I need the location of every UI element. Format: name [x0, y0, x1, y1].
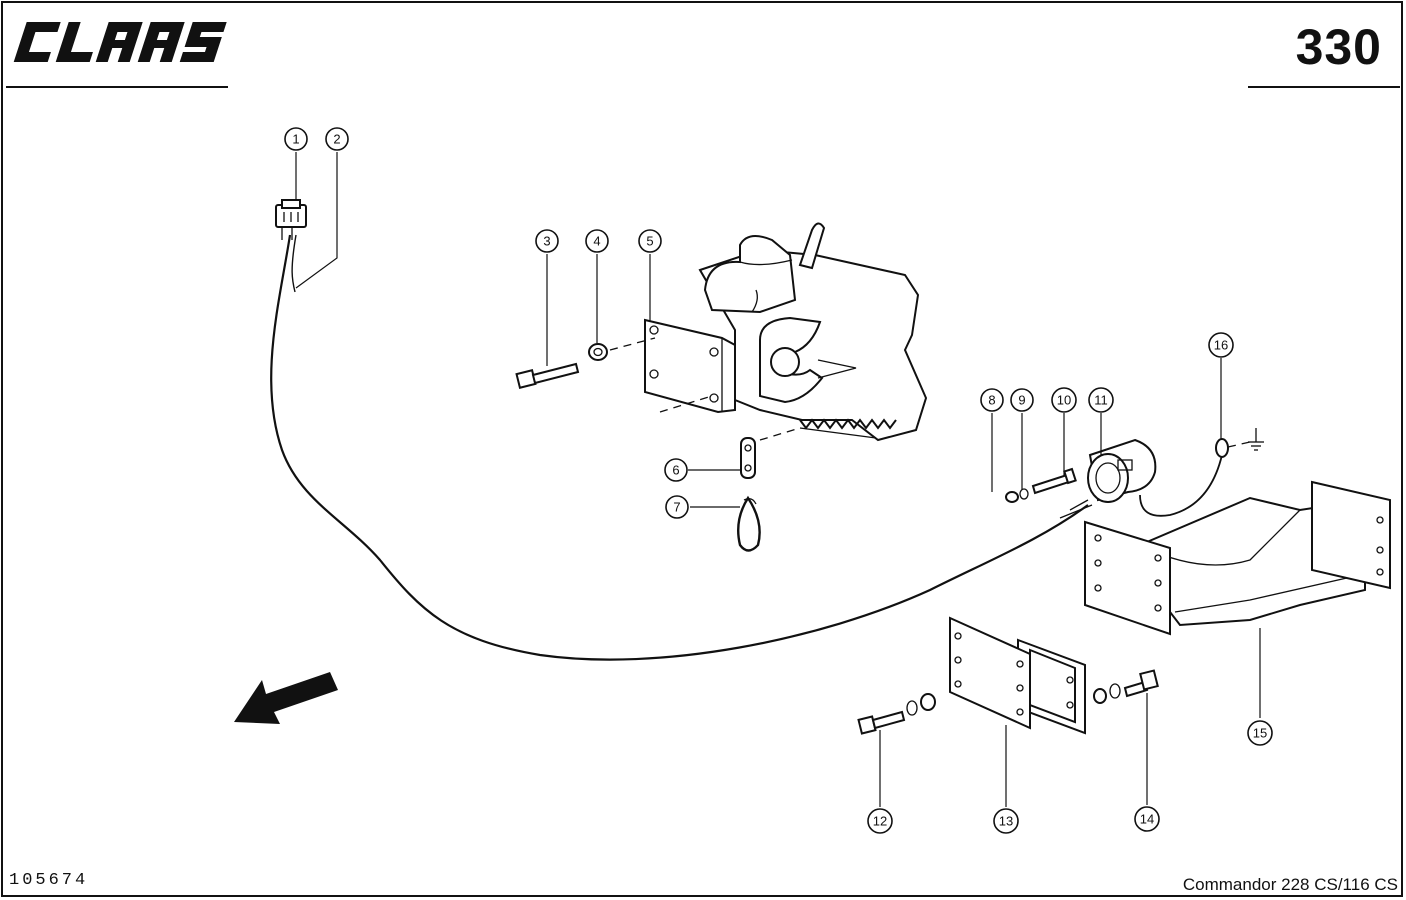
- plates-13: [949, 616, 1086, 735]
- callout-label: 15: [1253, 726, 1267, 741]
- callout-3: 3: [535, 229, 559, 253]
- callout-2: 2: [325, 127, 349, 151]
- callout-label: 6: [672, 463, 679, 478]
- callout-label: 11: [1094, 393, 1108, 408]
- callout-13: 13: [993, 808, 1019, 834]
- callout-16: 16: [1208, 332, 1234, 358]
- bracket-15: [1084, 480, 1391, 636]
- callout-label: 10: [1057, 393, 1071, 408]
- logo-rule: [6, 86, 228, 88]
- callout-label: 13: [999, 814, 1013, 829]
- callout-15: 15: [1247, 720, 1273, 746]
- nut-8: [1005, 491, 1019, 503]
- callout-4: 4: [585, 229, 609, 253]
- drawing-id: 105674: [9, 871, 89, 890]
- callout-10: 10: [1051, 387, 1077, 413]
- callout-6: 6: [664, 458, 688, 482]
- callout-label: 3: [543, 234, 550, 249]
- callout-14: 14: [1134, 806, 1160, 832]
- callout-11: 11: [1088, 387, 1114, 413]
- socket-11: [1059, 438, 1157, 519]
- nut-4: [588, 343, 608, 361]
- model-designation: Commandor 228 CS/116 CS: [1182, 875, 1398, 894]
- bolt-3: [515, 362, 580, 389]
- callout-label: 1: [292, 132, 299, 147]
- callout-1: 1: [284, 127, 308, 151]
- travel-direction-arrow-icon: [234, 672, 338, 724]
- callout-label: 2: [333, 132, 340, 147]
- ground-cable-16: [1139, 438, 1251, 517]
- cable-harness: [270, 199, 1089, 661]
- ground-symbol-icon: [1248, 428, 1264, 451]
- link-plate-6: [740, 437, 756, 479]
- callout-9: 9: [1010, 388, 1034, 412]
- connector-plug: [275, 199, 307, 240]
- towing-hitch: [644, 222, 928, 442]
- bolt-12: [857, 693, 936, 735]
- callout-label: 16: [1214, 338, 1228, 353]
- callout-8: 8: [980, 388, 1004, 412]
- callout-label: 14: [1140, 812, 1154, 827]
- callout-label: 9: [1018, 393, 1025, 408]
- callout-label: 7: [673, 500, 680, 515]
- washer-9: [1019, 488, 1029, 500]
- bolt-14: [1093, 669, 1159, 704]
- callout-label: 5: [646, 234, 653, 249]
- page-number-rule: [1248, 86, 1400, 88]
- claas-logo: [13, 22, 227, 62]
- page-number: 330: [1295, 19, 1382, 75]
- callout-label: 12: [873, 814, 887, 829]
- callout-label: 8: [988, 393, 995, 408]
- callout-7: 7: [665, 495, 689, 519]
- leader-lines: [295, 152, 1261, 807]
- callout-label: 4: [593, 234, 600, 249]
- callout-5: 5: [638, 229, 662, 253]
- screw-10: [1031, 467, 1077, 495]
- spring-cotter-7: [737, 495, 761, 552]
- callout-12: 12: [867, 808, 893, 834]
